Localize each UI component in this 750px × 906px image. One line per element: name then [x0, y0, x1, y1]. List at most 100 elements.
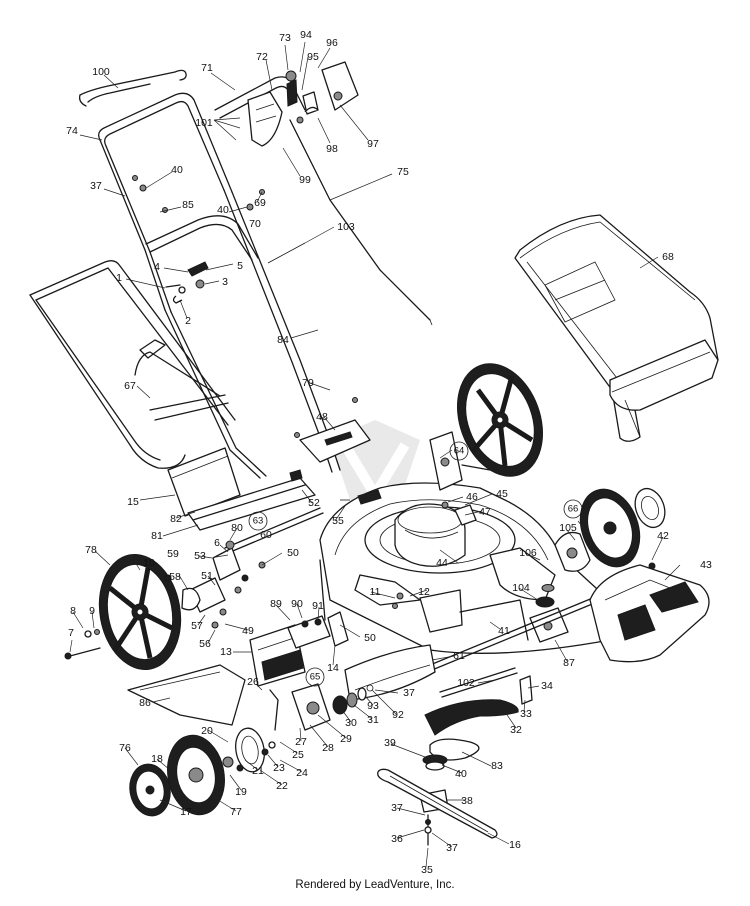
callout-31: 31: [367, 714, 379, 726]
callout-64: 64: [454, 446, 465, 457]
callout-41: 41: [498, 625, 510, 637]
callout-44: 44: [436, 557, 448, 569]
callout-50-low: 50: [364, 632, 376, 644]
callout-106: 106: [519, 547, 537, 559]
callout-20: 20: [201, 725, 213, 737]
callout-83: 83: [491, 760, 503, 772]
callout-29: 29: [340, 733, 352, 745]
callout-69: 69: [254, 197, 266, 209]
drive-assembly-drawing: [429, 487, 666, 698]
callout-59: 59: [167, 548, 179, 560]
callout-6: 6: [214, 537, 220, 549]
callout-40-upper: 40: [171, 164, 183, 176]
rear-wheel-upper-drawing: [429, 363, 544, 491]
callout-80: 80: [231, 522, 243, 534]
callout-94: 94: [300, 29, 312, 41]
callout-57: 57: [191, 620, 203, 632]
callout-34: 34: [541, 680, 553, 692]
callout-ring-64: [449, 441, 469, 461]
callout-60: 60: [260, 529, 272, 541]
callout-104: 104: [512, 582, 530, 594]
callout-67: 67: [124, 380, 136, 392]
callout-56: 56: [199, 638, 211, 650]
callout-92: 92: [392, 709, 404, 721]
callout-77: 77: [230, 806, 242, 818]
callout-40-lower: 40: [455, 768, 467, 780]
callout-36: 36: [391, 833, 403, 845]
callout-30: 30: [345, 717, 357, 729]
callout-72: 72: [256, 51, 268, 63]
mower-deck-drawing: [319, 482, 621, 654]
callout-47: 47: [479, 506, 491, 518]
callout-84: 84: [277, 334, 289, 346]
callout-33: 33: [520, 708, 532, 720]
callout-16: 16: [509, 839, 521, 851]
callout-61: 61: [453, 650, 465, 662]
callout-37-mid: 37: [403, 687, 415, 699]
callout-45: 45: [496, 488, 508, 500]
handle-assembly-drawing: [78, 61, 433, 479]
callout-46: 46: [466, 491, 478, 503]
front-skirt-drawing: [589, 564, 710, 663]
callout-66: 66: [568, 504, 579, 515]
callout-40-mid: 40: [217, 204, 229, 216]
callout-11: 11: [370, 586, 381, 598]
callout-91: 91: [312, 600, 324, 612]
callout-65: 65: [310, 672, 321, 683]
callout-21: 21: [252, 765, 264, 777]
callout-17: 17: [180, 806, 192, 818]
callout-97: 97: [367, 138, 379, 150]
callout-48: 48: [316, 411, 328, 423]
callout-38: 38: [461, 795, 473, 807]
callout-37-blade: 37: [391, 802, 403, 814]
callout-86: 86: [139, 697, 151, 709]
callout-98: 98: [326, 143, 338, 155]
callout-ring-65: [305, 667, 325, 687]
callout-75: 75: [397, 166, 409, 178]
callout-78: 78: [85, 544, 97, 556]
callout-4: 4: [154, 261, 160, 273]
callout-2: 2: [185, 315, 191, 327]
callout-18: 18: [151, 753, 163, 765]
callout-22: 22: [276, 780, 288, 792]
callout-73: 73: [279, 32, 291, 44]
callout-10: 10: [143, 557, 155, 569]
callout-labels: 100 71 73 94 96 72 95 74 101 97 98 40 99…: [66, 29, 712, 876]
callout-26: 26: [247, 676, 259, 688]
callout-99: 99: [299, 174, 311, 186]
callout-79: 79: [302, 377, 314, 389]
callout-105: 105: [559, 522, 577, 534]
callout-8: 8: [70, 605, 76, 617]
callout-51: 51: [201, 570, 213, 582]
callout-32: 32: [510, 724, 522, 736]
footer-credit: Rendered by LeadVenture, Inc.: [295, 879, 455, 891]
callout-12: 12: [418, 586, 430, 598]
callout-28: 28: [322, 742, 334, 754]
callout-76: 76: [119, 742, 131, 754]
callout-82: 82: [170, 513, 182, 525]
callout-68: 68: [662, 251, 674, 263]
callout-1: 1: [116, 272, 122, 284]
callout-37-bottom: 37: [446, 842, 458, 854]
callout-103: 103: [337, 221, 355, 233]
callout-53: 53: [194, 550, 206, 562]
callout-70: 70: [249, 218, 261, 230]
callout-5: 5: [237, 260, 243, 272]
callout-15: 15: [127, 496, 139, 508]
callout-ring-63: [248, 511, 268, 531]
callout-13: 13: [220, 646, 232, 658]
callout-101: 101: [195, 117, 213, 129]
callout-23: 23: [273, 762, 285, 774]
callout-14: 14: [327, 662, 339, 674]
callout-89: 89: [270, 598, 282, 610]
callout-87: 87: [563, 657, 575, 669]
callout-100: 100: [92, 66, 110, 78]
callout-50-mid: 50: [287, 547, 299, 559]
callout-42: 42: [657, 530, 669, 542]
callout-102: 102: [457, 677, 475, 689]
callout-27: 27: [295, 736, 307, 748]
callout-7: 7: [68, 627, 74, 639]
callout-58: 58: [169, 571, 181, 583]
callout-74: 74: [66, 125, 78, 137]
